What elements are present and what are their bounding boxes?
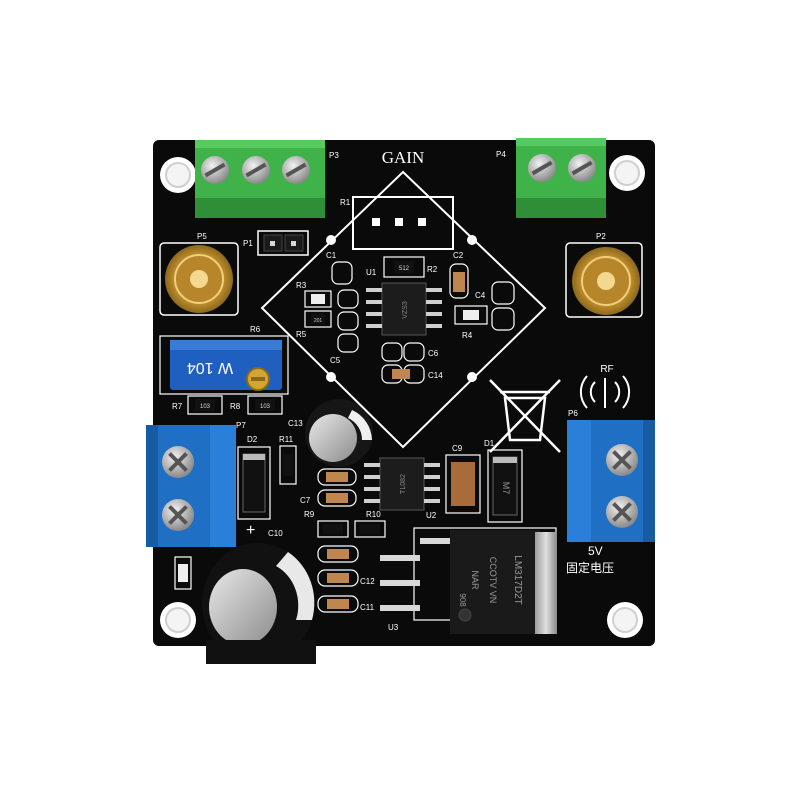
svg-text:201: 201 (314, 318, 323, 324)
sma-connector-p2 (565, 242, 643, 318)
label-p6: P6 (568, 409, 578, 418)
label-r7: R7 (172, 402, 183, 411)
pcb-board (153, 140, 655, 646)
label-r5: R5 (296, 330, 307, 339)
smd-led (174, 556, 192, 590)
label-r2: R2 (427, 265, 438, 274)
pot-marking: W 104 (187, 359, 233, 376)
jumper-header-p1 (257, 230, 309, 256)
terminal-block-p4 (516, 138, 606, 218)
smd-caps-left (337, 289, 359, 353)
label-r3: R3 (296, 281, 307, 290)
smd-r7: 103 (187, 395, 223, 415)
smd-r9-r10 (317, 520, 386, 538)
label-p4: P4 (496, 150, 506, 159)
label-c6: C6 (428, 349, 439, 358)
label-p2: P2 (596, 232, 606, 241)
label-r11: R11 (279, 435, 294, 444)
smd-caps-u2-left (317, 468, 357, 507)
label-c1: C1 (326, 251, 337, 260)
ic-u2-marking: TL082 (400, 474, 407, 494)
smd-c1 (331, 261, 353, 285)
ic-u1-marking: VZS3 (402, 301, 409, 319)
label-p7: P7 (236, 421, 246, 430)
smd-r8: 103 (247, 395, 283, 415)
smd-caps-u3-left (317, 545, 359, 613)
rf-label: RF (600, 364, 613, 375)
smd-r4 (454, 305, 488, 325)
regulator-marking-3: NAR (470, 570, 480, 590)
terminal-block-p7 (146, 425, 236, 547)
silkscreen-diamond (260, 170, 547, 449)
gain-label: GAIN (382, 148, 425, 167)
smd-c2 (449, 263, 469, 299)
smd-r11 (279, 445, 297, 485)
ic-u1: VZS3 (366, 282, 442, 336)
label-c5: C5 (330, 356, 341, 365)
diode-marking: M7 (501, 482, 511, 495)
mounting-holes (160, 155, 645, 638)
ic-u2: TL082 (364, 457, 440, 511)
voltage-label: 5V (588, 544, 603, 558)
label-r6: R6 (250, 325, 261, 334)
smd-r5: 201 (304, 310, 332, 328)
label-c9: C9 (452, 444, 463, 453)
diamond-dots (326, 235, 477, 382)
diode-d1: M7 (487, 449, 523, 523)
label-c10: C10 (268, 529, 283, 538)
label-c14: C14 (428, 371, 443, 380)
label-p5: P5 (197, 232, 207, 241)
svg-text:103: 103 (260, 404, 271, 410)
capacitor-c13 (305, 399, 373, 467)
capacitor-c9 (445, 454, 481, 514)
label-r4: R4 (462, 331, 473, 340)
regulator-marking-1: LM317D2T (512, 555, 523, 604)
label-d2: D2 (247, 435, 258, 444)
diode-d2 (237, 446, 271, 520)
smd-c4b (491, 307, 515, 331)
weee-bin-icon (489, 379, 561, 453)
regulator-marking-4: 908 (458, 593, 467, 607)
svg-text:103: 103 (200, 404, 211, 410)
smd-c14-body (392, 369, 410, 379)
rf-antenna-icon (579, 375, 631, 409)
label-u2: U2 (426, 511, 437, 520)
regulator-marking-2: CCOTV VN (488, 557, 498, 604)
label-c13: C13 (288, 419, 303, 428)
label-u1: U1 (366, 268, 377, 277)
label-d1: D1 (484, 439, 495, 448)
label-c2: C2 (453, 251, 464, 260)
label-p1: P1 (243, 239, 253, 248)
terminal-block-p3 (195, 140, 325, 218)
label-c7: C7 (300, 496, 311, 505)
smd-r3 (304, 290, 332, 308)
label-c11: C11 (360, 603, 375, 612)
terminal-block-p6 (567, 420, 655, 542)
regulator-u3: LM317D2T CCOTV VN NAR 908 (380, 527, 557, 634)
sma-connector-p5 (159, 242, 239, 316)
potentiometer-r6: W 104 (159, 335, 289, 395)
label-c12: C12 (360, 577, 375, 586)
label-r8: R8 (230, 402, 241, 411)
r1-footprint (352, 196, 454, 250)
smd-r2: 512 (383, 256, 425, 278)
r1-pads (372, 218, 426, 226)
label-r10: R10 (366, 510, 381, 519)
smd-c4 (491, 281, 515, 305)
label-r9: R9 (304, 510, 315, 519)
capacitor-c10 (202, 543, 316, 664)
voltage-cn-label: 固定电压 (566, 560, 614, 575)
label-u3: U3 (388, 623, 399, 632)
label-r1: R1 (340, 198, 351, 207)
label-c4: C4 (475, 291, 486, 300)
c10-plus-mark: + (246, 522, 255, 539)
label-p3: P3 (329, 151, 339, 160)
svg-text:512: 512 (399, 266, 410, 272)
